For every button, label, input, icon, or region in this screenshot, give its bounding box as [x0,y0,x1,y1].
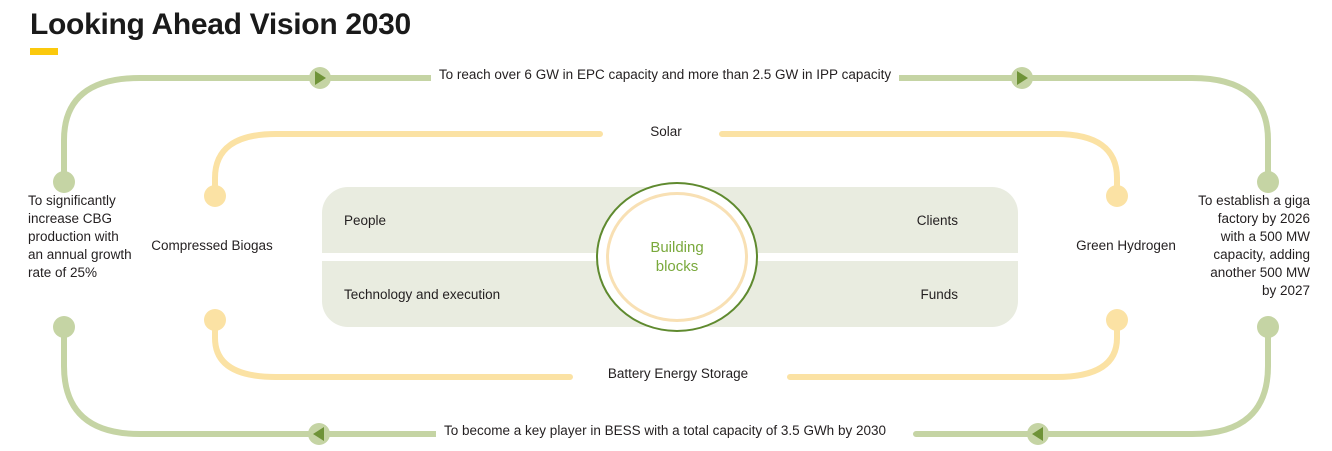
title-accent-bar [30,48,58,55]
bottom-arrow-label: To become a key player in BESS with a to… [380,422,950,439]
green-track-top-left [61,75,435,185]
panel-cell-people: People [344,212,387,228]
endpoint-dot-h2-bottom [1106,309,1128,331]
endpoint-dot-left-top [53,171,75,193]
arrow-marker-top-left [309,67,331,89]
yellow-track-top-left [212,131,603,199]
arrow-marker-top-right [1011,67,1033,89]
battery-storage-label: Battery Energy Storage [560,365,796,382]
left-goal-note: To significantly increase CBG production… [28,193,132,280]
title-block: Looking Ahead Vision 2030 [30,8,630,55]
compressed-biogas-label: Compressed Biogas [151,238,273,253]
endpoint-dot-cbg-top [204,185,226,207]
bottom-arrow-label-text: To become a key player in BESS with a to… [436,423,894,438]
page-title: Looking Ahead Vision 2030 [30,8,411,41]
green-track-bottom-left [61,324,455,437]
circle-inner-ring [606,192,748,322]
right-goal-note: To establish a giga factory by 2026 with… [1198,193,1310,298]
endpoint-dot-right-top [1257,171,1279,193]
yellow-track-bottom-left [212,317,573,380]
building-blocks-circle: Building blocks [596,182,762,336]
solar-label: Solar [610,123,722,140]
endpoint-dot-left-bottom [53,316,75,338]
yellow-track-bottom-right [787,317,1120,380]
yellow-track-top-right [719,131,1120,199]
panel-cell-clients: Clients [916,212,958,228]
building-blocks-label: Building blocks [596,238,758,276]
arrow-marker-bottom-left [308,423,330,445]
building-blocks-label-line1: Building [650,239,704,256]
endpoint-dot-right-bottom [1257,316,1279,338]
top-arrow-label: To reach over 6 GW in EPC capacity and m… [380,66,950,83]
battery-storage-label-text: Battery Energy Storage [599,366,757,381]
building-blocks-label-line2: blocks [655,258,699,275]
endpoint-dot-cbg-bottom [204,309,226,331]
green-track-top-right [895,75,1271,185]
arrow-marker-bottom-right [1027,423,1049,445]
green-track-bottom-right [913,324,1271,437]
panel-cell-technology-and-execution: Technology and execution [344,286,501,302]
endpoint-dot-h2-top [1106,185,1128,207]
panel-cell-funds: Funds [920,286,958,302]
solar-label-text: Solar [642,124,690,139]
green-hydrogen-label: Green Hydrogen [1076,238,1176,253]
top-arrow-label-text: To reach over 6 GW in EPC capacity and m… [430,67,900,82]
